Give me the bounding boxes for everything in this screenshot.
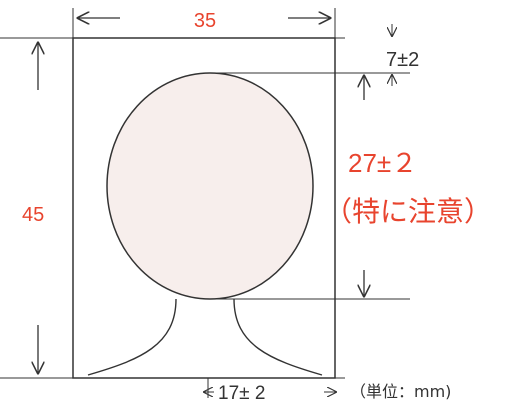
face-oval <box>106 72 314 300</box>
chin-margin-label: 17± 2 <box>218 383 265 400</box>
face-height-label: 27±２ <box>348 148 417 178</box>
width-label: 35 <box>194 10 216 32</box>
left-shoulder <box>87 298 177 376</box>
top-margin-label: 7±2 <box>386 49 419 71</box>
height-label: 45 <box>22 204 44 226</box>
unit-label: （単位：mm) <box>350 382 451 400</box>
right-shoulder <box>233 298 323 376</box>
attention-note: （特に注意） <box>324 195 492 228</box>
